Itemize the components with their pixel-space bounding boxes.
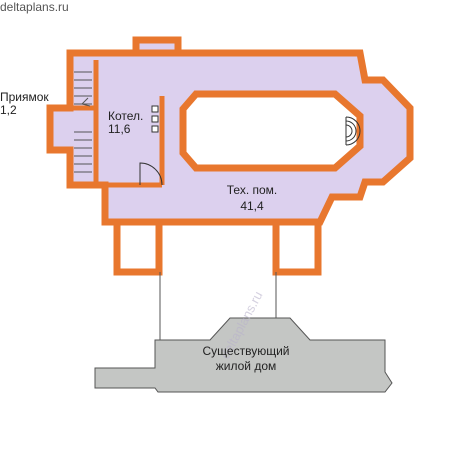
boiler-door: [139, 162, 163, 186]
existing-connection: [159, 272, 277, 340]
existing-building-line1: Существующий: [202, 344, 290, 358]
room-area-tech: 41,4: [240, 199, 264, 213]
existing-building-label: Существующий жилой дом: [186, 345, 306, 373]
foundation-legs: [113, 218, 322, 276]
room-area-boiler: 11,6: [108, 122, 131, 136]
room-name-boiler: Котел.: [108, 109, 144, 123]
interior-walls: [70, 60, 165, 188]
existing-building: [94, 317, 393, 393]
boiler-equipment: [151, 105, 159, 133]
room-name-tech: Тех. пом.: [226, 183, 278, 197]
room-label-boiler: Котел. 11,6: [108, 110, 143, 136]
room-name-pit: Приямок: [0, 90, 49, 104]
room-label-tech: Тех. пом. 41,4: [212, 184, 292, 213]
pool-steps: [345, 116, 361, 146]
site-url: deltaplans.ru: [0, 0, 69, 14]
existing-building-line2: жилой дом: [215, 359, 277, 373]
room-label-pit: Приямок 1,2: [0, 91, 49, 117]
pool: [179, 90, 364, 172]
room-area-pit: 1,2: [0, 103, 17, 117]
stairs: [74, 71, 92, 173]
